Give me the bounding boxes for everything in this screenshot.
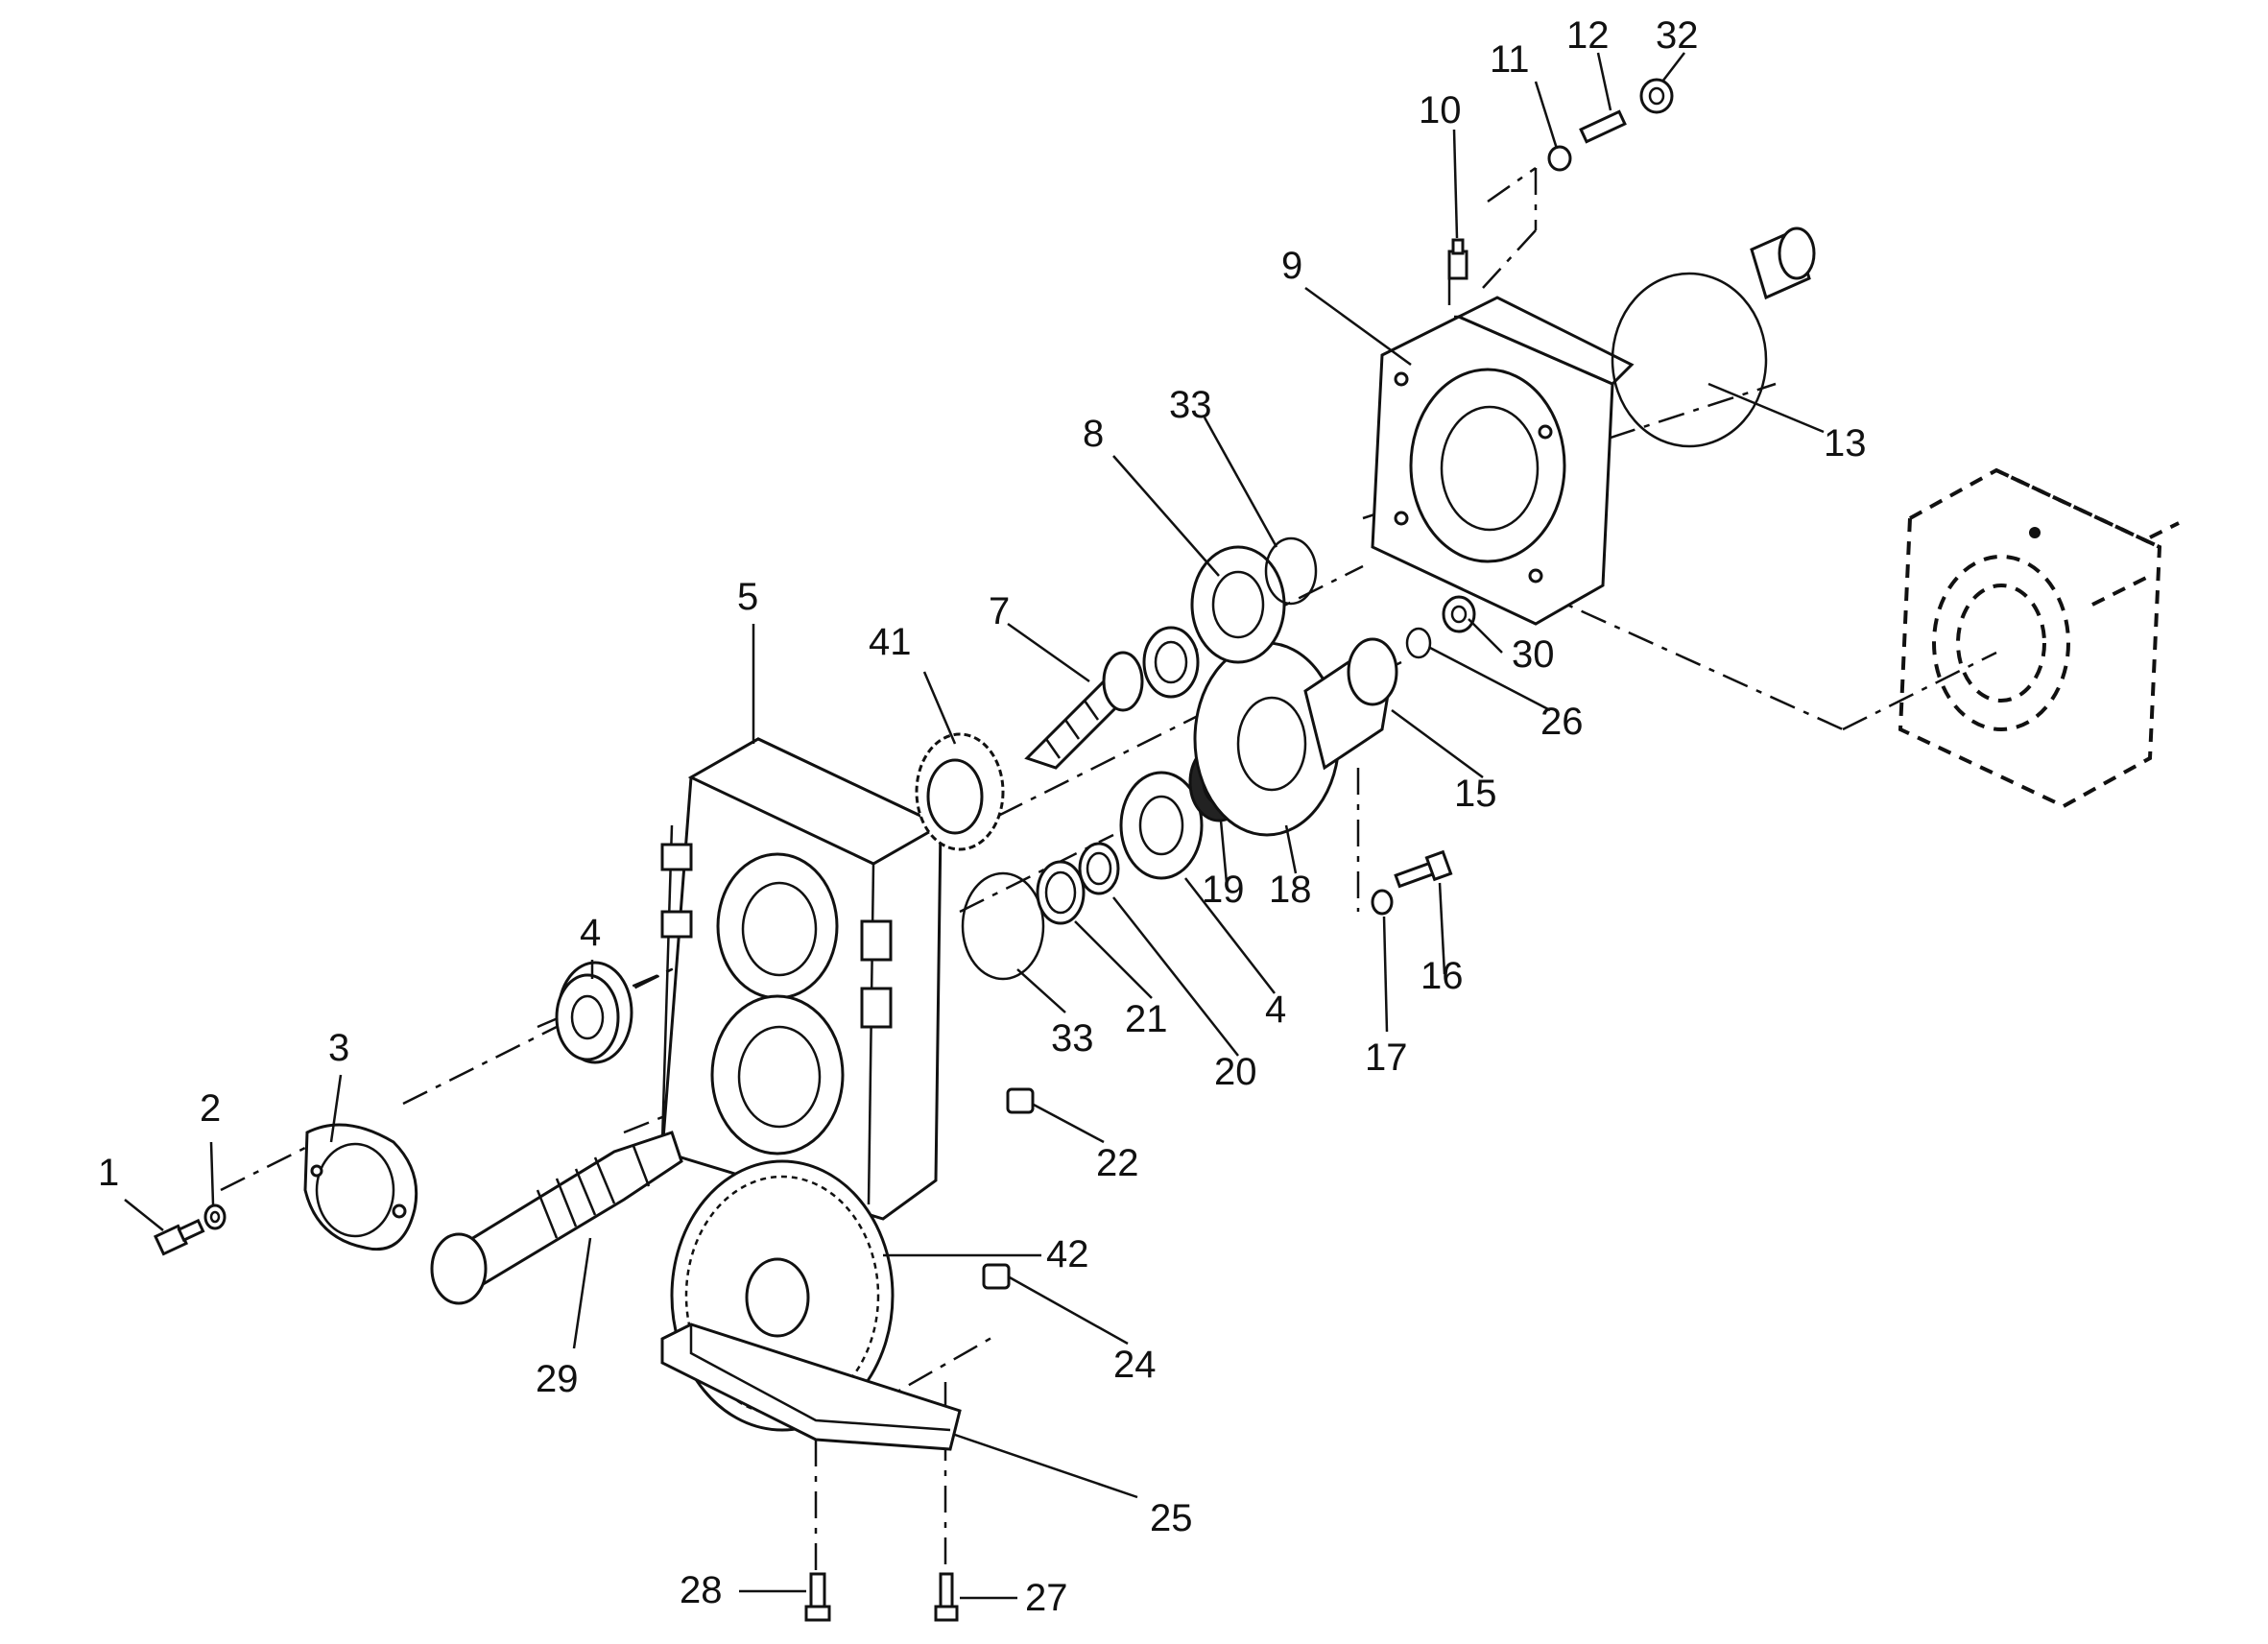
part-5-gearbox-housing	[660, 737, 944, 1221]
part-4-bearing-right	[1119, 771, 1204, 880]
part-25-base-plate	[660, 1322, 962, 1451]
callout-12: 12	[1566, 14, 1610, 57]
callout-21: 21	[1125, 998, 1168, 1040]
part-33-ring-left	[961, 871, 1045, 981]
callout-4-right: 4	[1265, 989, 1286, 1031]
part-13-o-ring	[1611, 272, 1768, 448]
callout-28: 28	[680, 1569, 723, 1611]
callout-26: 26	[1540, 701, 1584, 743]
callout-1: 1	[98, 1152, 119, 1194]
part-41-gear	[915, 732, 1005, 851]
callout-20: 20	[1214, 1051, 1257, 1093]
callout-labels: 1 2 3 4 4 5 7 8 9 10 11 12 13 15 16 17 1…	[98, 14, 1867, 1619]
motor-reference-outline	[1898, 467, 2180, 809]
callout-4-left: 4	[580, 912, 601, 954]
callout-33-lower: 33	[1051, 1017, 1094, 1060]
callout-8: 8	[1083, 413, 1104, 455]
part-17-washer	[1371, 889, 1394, 916]
leader-lines	[124, 52, 1825, 1600]
callout-11: 11	[1490, 38, 1530, 81]
callout-27: 27	[1025, 1577, 1068, 1619]
callout-22: 22	[1096, 1142, 1139, 1184]
callout-9: 9	[1281, 245, 1302, 287]
callout-33-upper: 33	[1169, 384, 1212, 426]
part-12-stud	[1579, 109, 1627, 144]
callout-17: 17	[1365, 1036, 1408, 1079]
callout-7: 7	[989, 590, 1010, 632]
part-22-plug	[1006, 1087, 1035, 1114]
part-10-breather	[1447, 238, 1468, 280]
part-11-washer	[1547, 145, 1572, 172]
part-9-adapter-housing	[1371, 296, 1635, 626]
part-33-ring-upper	[1264, 536, 1318, 606]
part-27-bolt	[934, 1572, 959, 1622]
part-4-bearing-left	[555, 961, 633, 1064]
part-spacer-upper	[1142, 626, 1200, 699]
callout-16: 16	[1420, 955, 1464, 997]
callout-30: 30	[1512, 633, 1555, 676]
callout-18: 18	[1269, 869, 1312, 911]
part-2-washer	[203, 1203, 227, 1230]
callout-2: 2	[200, 1087, 221, 1130]
part-26-ring	[1405, 627, 1432, 659]
callout-32: 32	[1656, 14, 1699, 57]
part-32-nut	[1639, 78, 1674, 114]
part-20-spacer	[1078, 842, 1120, 895]
part-16-bolt	[1394, 849, 1453, 889]
part-30-nut	[1442, 595, 1476, 633]
callout-19: 19	[1202, 869, 1245, 911]
callout-10: 10	[1419, 89, 1462, 131]
part-1-bolt	[153, 1218, 205, 1256]
callout-29: 29	[536, 1358, 579, 1400]
coupling-sleeve	[1750, 226, 1816, 300]
part-21-spacer	[1036, 860, 1086, 925]
part-8-bearing	[1190, 545, 1286, 664]
part-7-pinion-shaft	[1024, 651, 1144, 770]
callout-15: 15	[1454, 773, 1497, 815]
part-29-output-shaft	[430, 1131, 683, 1305]
part-3-bearing-cover	[303, 1123, 418, 1251]
callout-25: 25	[1150, 1497, 1193, 1539]
callout-13: 13	[1824, 422, 1867, 465]
part-15-hub	[1303, 637, 1398, 771]
callout-41: 41	[869, 621, 912, 663]
callout-5: 5	[737, 576, 758, 618]
callout-3: 3	[328, 1027, 349, 1069]
callout-24: 24	[1113, 1344, 1157, 1386]
part-24-plug	[982, 1263, 1011, 1290]
part-28-bolt	[804, 1572, 831, 1622]
callout-42: 42	[1046, 1233, 1089, 1275]
